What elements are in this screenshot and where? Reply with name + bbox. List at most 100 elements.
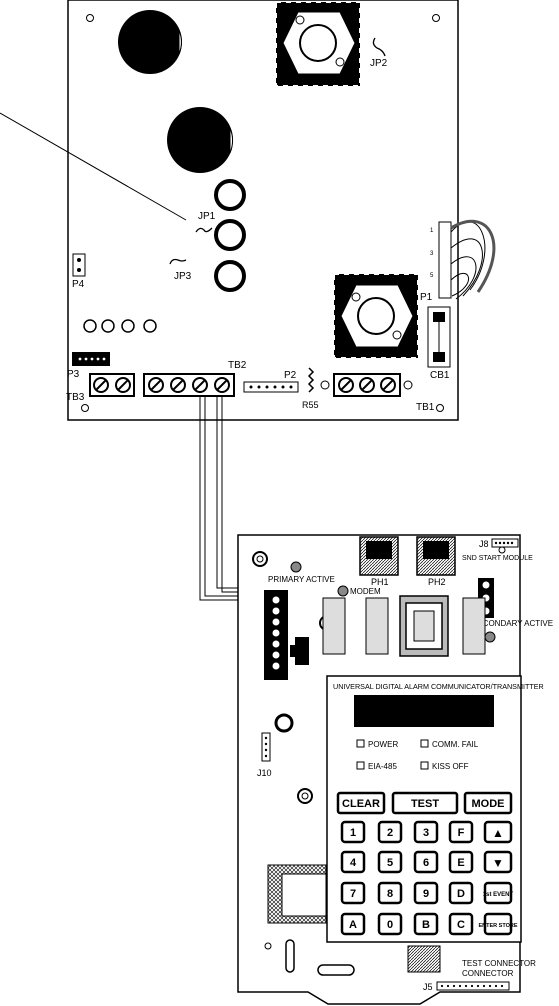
svg-text:E: E	[457, 857, 464, 869]
tb1-label: TB1	[416, 402, 435, 413]
power-led-label: POWER	[368, 740, 398, 749]
svg-text:B: B	[422, 919, 430, 931]
j8-label: J8	[479, 539, 489, 549]
key-5[interactable]: 5	[377, 850, 403, 874]
enter-store-key[interactable]: ENTER STORE	[478, 912, 518, 936]
lcd-display	[354, 695, 494, 727]
svg-text:9: 9	[423, 888, 429, 900]
kiss-off-led-label: KISS OFF	[432, 762, 469, 771]
cb1-label: CB1	[430, 370, 450, 381]
key-3[interactable]: 3	[413, 820, 439, 844]
tb3-label: TB3	[66, 392, 85, 403]
capacitor	[167, 107, 233, 173]
clear-key[interactable]: CLEAR	[336, 791, 386, 815]
svg-text:3: 3	[430, 251, 434, 257]
jp3-jumper	[169, 258, 187, 265]
key-a[interactable]: A	[340, 912, 366, 936]
svg-text:2: 2	[387, 827, 393, 839]
eia-485-led-label: EIA-485	[368, 762, 397, 771]
heat-sink	[275, 1, 361, 87]
heat-sink	[333, 273, 419, 359]
callout-line	[0, 112, 187, 221]
inductor	[214, 179, 246, 292]
key-7[interactable]: 7	[340, 881, 366, 905]
p1-connector: 1 3 5	[430, 219, 496, 300]
cb1-breaker	[427, 306, 451, 368]
down-arrow-key[interactable]: ▼	[483, 850, 513, 874]
tb1-terminal-block	[333, 373, 401, 397]
svg-text:D: D	[457, 888, 465, 900]
svg-text:A: A	[349, 919, 357, 931]
key-6[interactable]: 6	[413, 850, 439, 874]
jp3-label: JP3	[174, 271, 192, 282]
j5-label: J5	[423, 982, 433, 992]
test-key[interactable]: TEST	[391, 791, 459, 815]
led-row	[83, 319, 157, 333]
key-9[interactable]: 9	[413, 881, 439, 905]
power-supply-board: JP2 JP1 JP3 P4 1 3 5 P1 CB1	[0, 0, 496, 421]
key-b[interactable]: B	[413, 912, 439, 936]
key-f[interactable]: F	[448, 820, 474, 844]
p3-label: P3	[67, 369, 80, 380]
svg-text:ENTER STORE: ENTER STORE	[478, 923, 517, 929]
terminal-block-left	[264, 590, 288, 680]
svg-text:C: C	[457, 919, 465, 931]
key-d[interactable]: D	[448, 881, 474, 905]
j10-label: J10	[257, 768, 272, 778]
mode-key[interactable]: MODE	[463, 791, 513, 815]
key-c[interactable]: C	[448, 912, 474, 936]
test-connector-label: TEST CONNECTOR	[462, 959, 536, 968]
ph2-jack	[416, 536, 456, 576]
key-1[interactable]: 1	[340, 820, 366, 844]
jp2-label: JP2	[370, 58, 388, 69]
key-e[interactable]: E	[448, 850, 474, 874]
jp1-label: JP1	[198, 211, 216, 222]
tb2-terminal-block	[143, 373, 235, 397]
svg-text:5: 5	[387, 857, 393, 869]
p2-label: P2	[284, 370, 297, 381]
svg-text:6: 6	[423, 857, 429, 869]
p4-label: P4	[72, 279, 85, 290]
ph1-jack	[359, 536, 399, 576]
j10-header	[261, 732, 271, 762]
first-event-key[interactable]: 1st EVENT	[483, 881, 514, 905]
tb2-label: TB2	[228, 360, 247, 371]
keypad-panel: UNIVERSAL DIGITAL ALARM COMMUNICATOR/TRA…	[326, 675, 544, 943]
svg-text:0: 0	[387, 919, 393, 931]
primary-active-led	[290, 561, 302, 573]
secondary-active-label: SECONDARY ACTIVE	[472, 619, 553, 628]
key-2[interactable]: 2	[377, 820, 403, 844]
svg-text:1st EVENT: 1st EVENT	[483, 892, 514, 898]
comm-fail-led-label: COMM. FAIL	[432, 740, 479, 749]
ph2-label: PH2	[428, 577, 446, 587]
jp1-jumper	[195, 227, 213, 233]
svg-text:3: 3	[423, 827, 429, 839]
snd-start-module-label: SND START MODULE	[462, 555, 533, 562]
svg-text:5: 5	[430, 273, 434, 279]
svg-text:MODE: MODE	[472, 798, 505, 810]
svg-text:TEST: TEST	[411, 798, 439, 810]
secondary-active-led	[484, 631, 496, 643]
key-0[interactable]: 0	[377, 912, 403, 936]
svg-text:7: 7	[350, 888, 356, 900]
ph1-label: PH1	[371, 577, 389, 587]
svg-text:8: 8	[387, 888, 393, 900]
up-arrow-icon: ▲	[492, 826, 504, 840]
jp2-jumper	[372, 37, 386, 57]
tb3-terminal-block	[89, 373, 135, 397]
svg-text:CONNECTOR: CONNECTOR	[462, 969, 514, 978]
modem-label: MODEM	[350, 587, 381, 596]
modem-led	[337, 585, 349, 597]
svg-text:F: F	[458, 827, 465, 839]
svg-text:1: 1	[430, 228, 434, 234]
up-arrow-key[interactable]: ▲	[483, 820, 513, 844]
key-4[interactable]: 4	[340, 850, 366, 874]
r55-label: R55	[302, 400, 319, 410]
key-8[interactable]: 8	[377, 881, 403, 905]
capacitor	[118, 10, 182, 74]
primary-active-label: PRIMARY ACTIVE	[268, 575, 335, 584]
svg-text:4: 4	[350, 857, 357, 869]
p1-label: P1	[420, 292, 433, 303]
panel-title: UNIVERSAL DIGITAL ALARM COMMUNICATOR/TRA…	[333, 682, 544, 691]
svg-text:1: 1	[350, 827, 356, 839]
